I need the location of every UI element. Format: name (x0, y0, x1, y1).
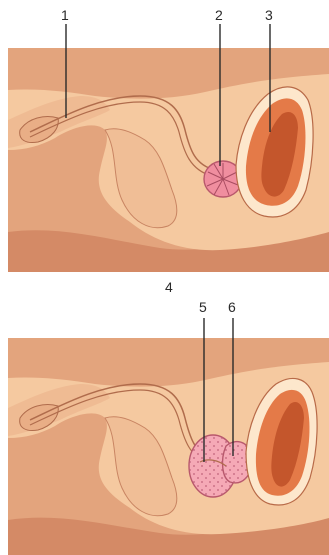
label-6: 6 (228, 299, 236, 315)
label-4: 4 (165, 279, 173, 295)
label-1: 1 (61, 7, 69, 23)
label-3: 3 (265, 7, 273, 23)
label-5: 5 (199, 299, 207, 315)
bottom-panel: 5 6 (8, 299, 329, 555)
top-panel: 1 2 3 (8, 7, 329, 272)
label-2: 2 (215, 7, 223, 23)
